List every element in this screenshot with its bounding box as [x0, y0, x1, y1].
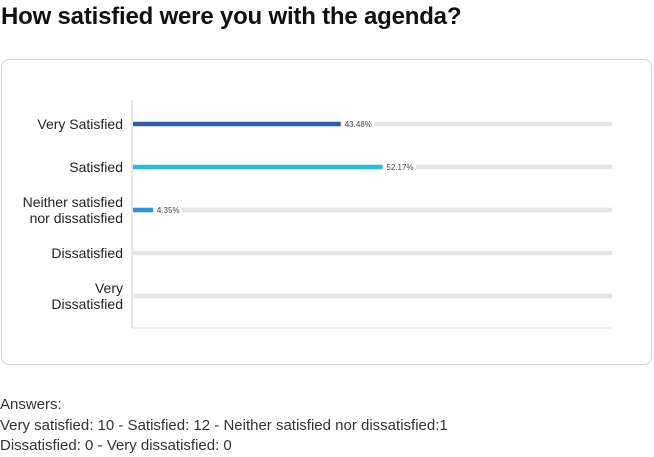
bar	[133, 164, 383, 170]
bar-chart: Very Satisfied 43.48% Satisfied 52.17% Neith…	[23, 100, 612, 329]
chart-title: How satisfied were you with the agenda?	[1, 3, 462, 30]
value-label-bg	[383, 161, 416, 173]
value-label-bg	[153, 204, 182, 216]
bar-track	[133, 207, 612, 213]
bar	[133, 121, 341, 127]
value-label-bg	[341, 118, 375, 130]
answers-line-2: Dissatisfied: 0 - Very dissatisfied: 0	[0, 437, 232, 454]
value-label: 43.48%	[345, 120, 372, 129]
category-label: Satisfied	[69, 159, 123, 175]
value-label: 4.35%	[157, 206, 180, 215]
bar-track	[133, 250, 612, 256]
answers-line-1: Very satisfied: 10 - Satisfied: 12 - Nei…	[0, 416, 448, 434]
answers-heading: Answers:	[0, 396, 62, 413]
bar-track	[133, 293, 612, 299]
category-label: Very Satisfied	[37, 116, 123, 132]
value-label: 52.17%	[386, 163, 413, 172]
bar	[133, 207, 153, 213]
category-label: Dissatisfied	[51, 245, 123, 261]
chart-card: Very Satisfied 43.48% Satisfied 52.17% Neith…	[1, 59, 652, 365]
answers-section: Answers: Very satisfied: 10 - Satisfied:…	[0, 395, 448, 457]
